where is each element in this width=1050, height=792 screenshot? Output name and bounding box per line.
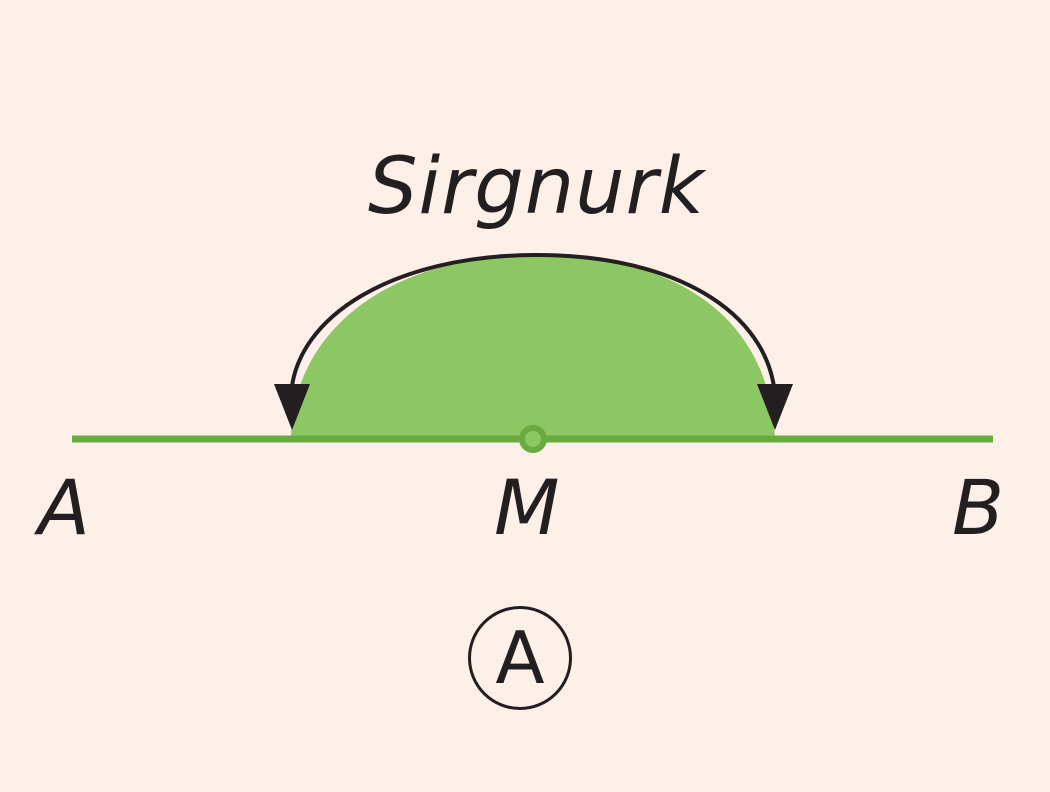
point-label-m: M xyxy=(494,463,560,552)
panel-label-circle: A xyxy=(468,606,572,710)
point-label-a: A xyxy=(38,463,90,552)
diagram-title: Sirgnurk xyxy=(368,142,705,232)
point-label-b: B xyxy=(952,463,1005,552)
left-arrowhead xyxy=(274,384,310,430)
panel-label: A xyxy=(495,616,545,700)
curved-arc xyxy=(289,252,777,396)
right-arrowhead xyxy=(757,384,793,430)
midpoint-m-marker xyxy=(519,425,547,453)
green-dome-region xyxy=(291,254,775,439)
